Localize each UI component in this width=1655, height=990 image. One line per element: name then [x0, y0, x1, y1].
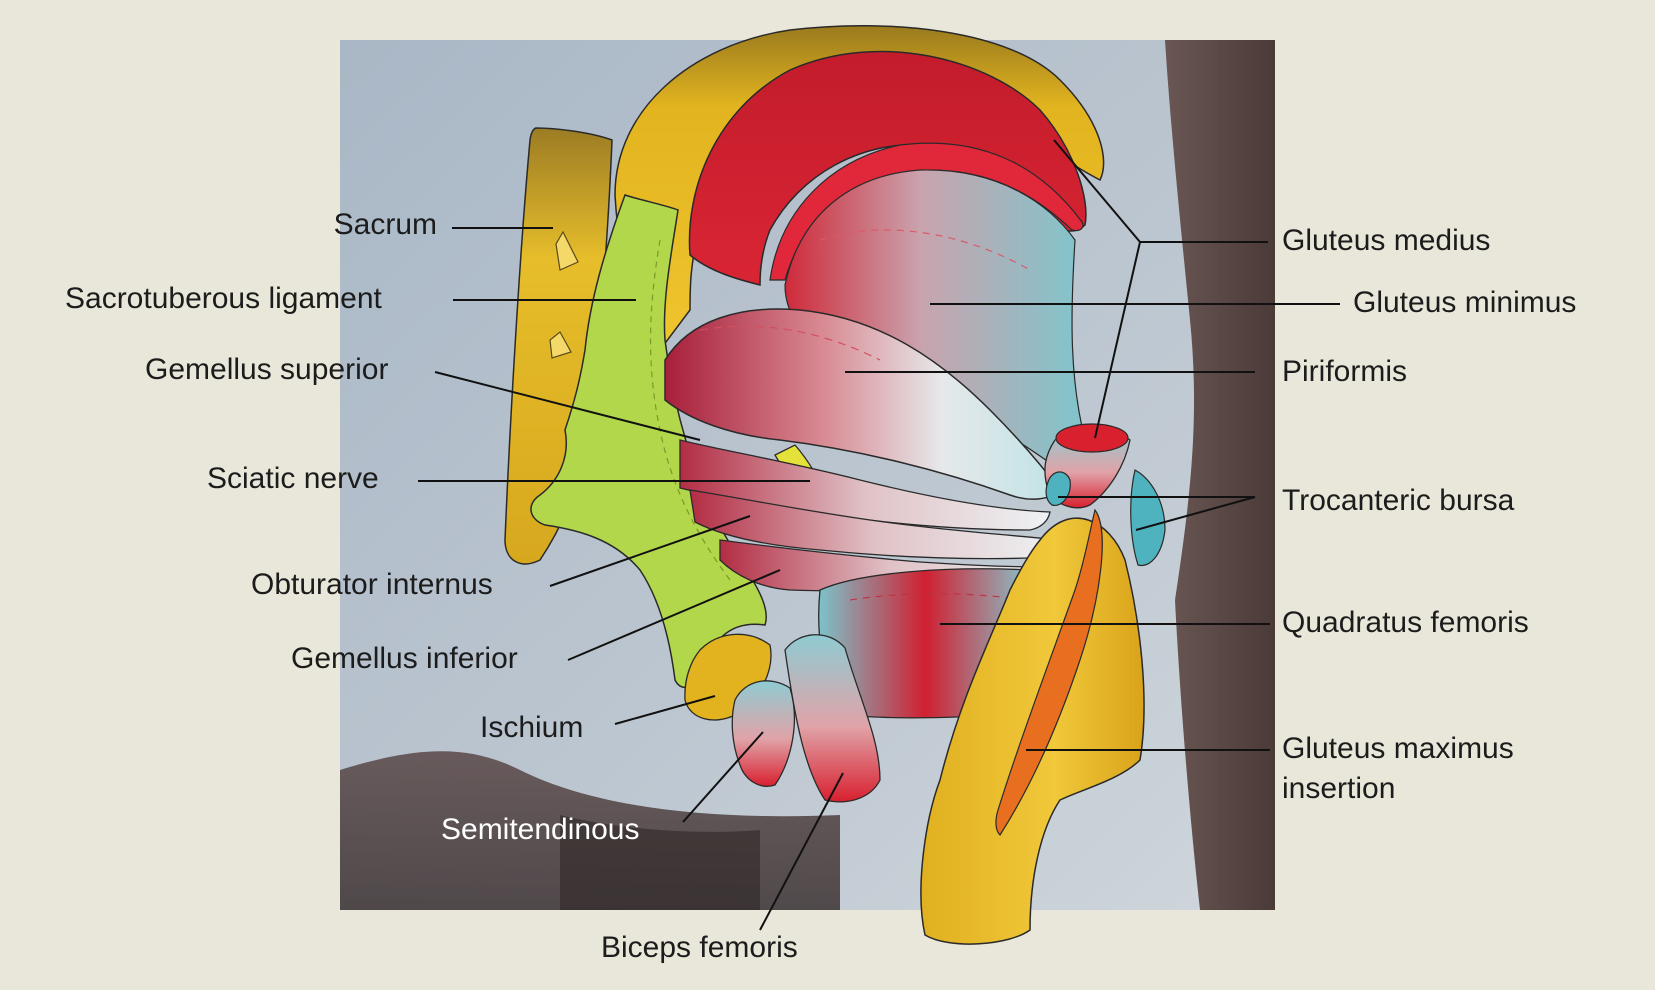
label-piriformis: Piriformis — [1282, 355, 1407, 388]
label-sacrum: Sacrum — [333, 208, 437, 241]
label-gluteus-maximus-line2: insertion — [1282, 772, 1396, 805]
label-gluteus-minimus: Gluteus minimus — [1353, 286, 1577, 319]
leader-obturator — [549, 515, 751, 587]
hand-shadow — [1165, 40, 1275, 910]
label-gemellus-superior: Gemellus superior — [145, 353, 389, 386]
leader-gemellus-superior — [434, 371, 701, 441]
label-sacrotuberous-ligament: Sacrotuberous ligament — [65, 282, 382, 315]
biceps-femoris — [784, 634, 881, 803]
leader-trocanteric-bursa — [1058, 496, 1256, 531]
label-gemellus-inferior: Gemellus inferior — [291, 642, 518, 675]
label-ischium: Ischium — [480, 711, 584, 744]
leader-biceps — [759, 772, 844, 931]
label-trocanteric-bursa: Trocanteric bursa — [1282, 484, 1515, 517]
label-biceps-femoris: Biceps femoris — [601, 931, 798, 964]
leader-lines — [418, 139, 1340, 931]
leader-semitendinous — [682, 731, 764, 823]
sacrotuberous-ligament — [530, 194, 767, 689]
label-semitendinous: Semitendinous — [441, 813, 640, 846]
label-gluteus-medius: Gluteus medius — [1282, 224, 1491, 257]
label-obturator-internus: Obturator internus — [251, 568, 493, 601]
gluteus-maximus-insertion — [995, 508, 1103, 836]
trocanteric-bursa-2 — [1130, 469, 1166, 566]
semitendinous — [731, 680, 795, 787]
leader-gemellus-inferior — [567, 569, 781, 661]
leader-ischium — [614, 695, 716, 725]
label-gluteus-maximus-line1: Gluteus maximus — [1282, 732, 1514, 765]
label-sciatic-nerve: Sciatic nerve — [207, 462, 379, 495]
label-gluteus-maximus-insertion: Gluteus maximus insertion — [1282, 729, 1582, 809]
label-quadratus-femoris: Quadratus femoris — [1282, 606, 1529, 639]
